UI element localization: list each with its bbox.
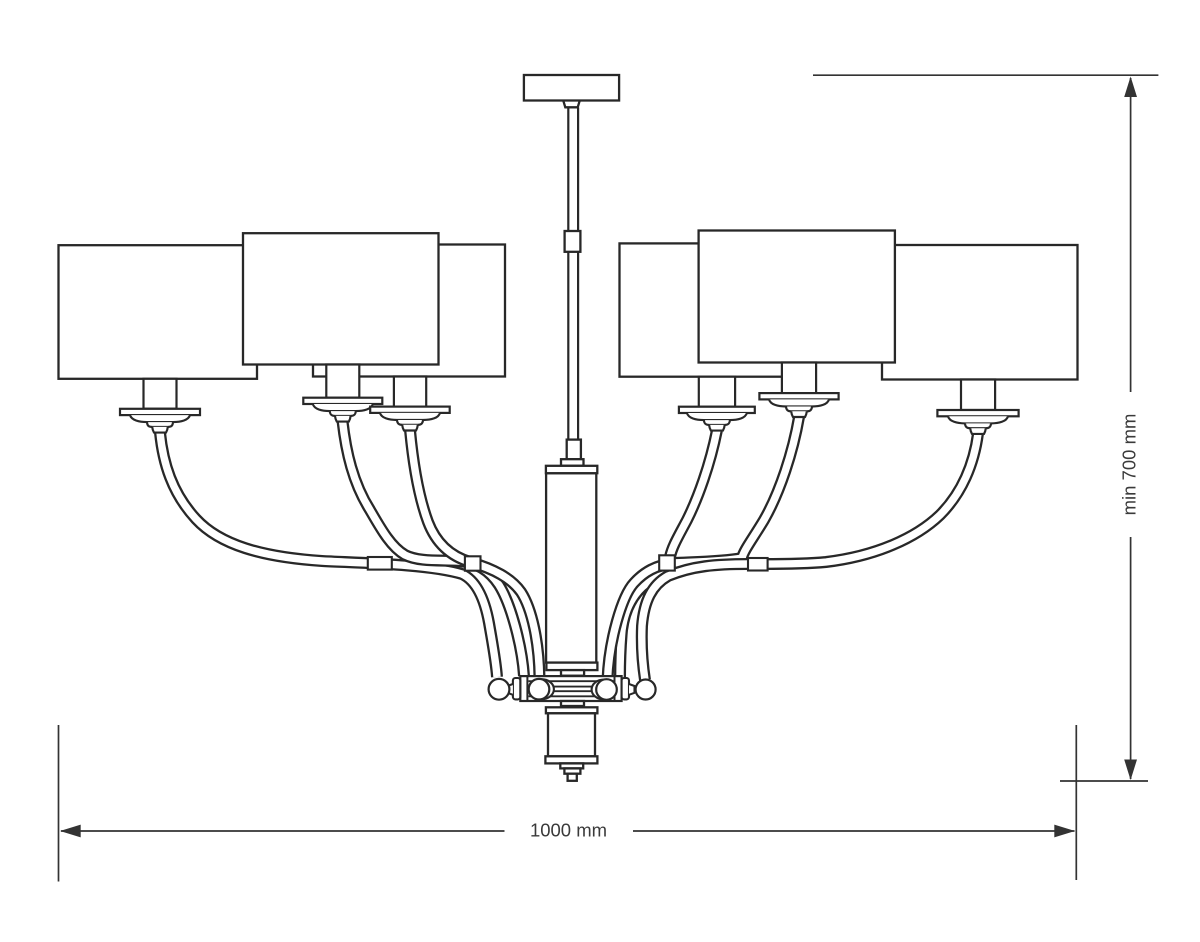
svg-text:1000 mm: 1000 mm xyxy=(530,819,607,840)
svg-text:min 700 mm: min 700 mm xyxy=(1119,414,1140,516)
